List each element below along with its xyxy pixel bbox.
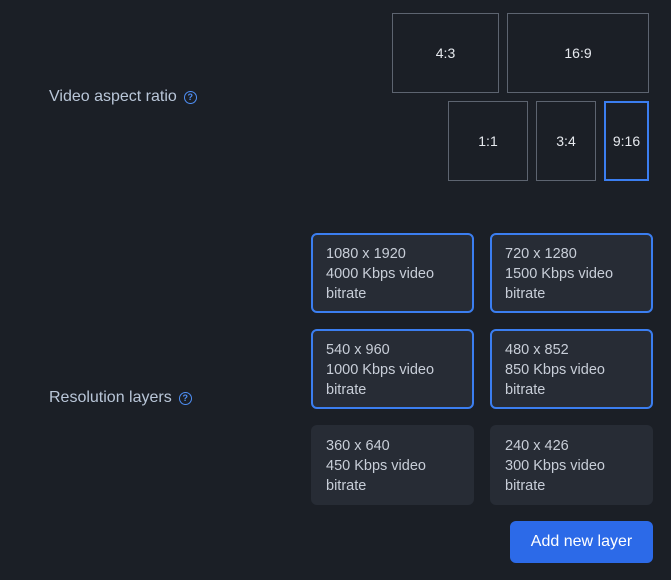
resolution-layers-label-row: Resolution layers ? [49,389,192,407]
layer-bitrate-unit: bitrate [326,286,367,302]
layer-bitrate: 850 Kbps video [505,362,605,378]
layer-resolution: 360 x 640 [326,438,390,454]
layer-resolution: 540 x 960 [326,342,390,358]
layer-resolution: 720 x 1280 [505,246,577,262]
layer-bitrate: 1000 Kbps video [326,362,435,378]
aspect-ratio-option-16-9[interactable]: 16:9 [507,13,649,93]
aspect-ratio-option-3-4[interactable]: 3:4 [536,101,596,181]
layer-bitrate-unit: bitrate [326,478,367,494]
resolution-layer-card[interactable]: 720 x 1280 1500 Kbps video bitrate [490,233,653,313]
add-new-layer-button[interactable]: Add new layer [510,521,653,563]
aspect-ratio-option-9-16[interactable]: 9:16 [604,101,649,181]
resolution-layers-label: Resolution layers [49,389,172,406]
layer-bitrate: 450 Kbps video [326,458,426,474]
layer-bitrate-unit: bitrate [505,286,546,302]
layer-resolution: 1080 x 1920 [326,246,406,262]
resolution-layer-card[interactable]: 540 x 960 1000 Kbps video bitrate [311,329,474,409]
aspect-ratio-label: Video aspect ratio [49,88,177,105]
layer-bitrate: 1500 Kbps video [505,266,614,282]
layer-bitrate-unit: bitrate [505,478,546,494]
layer-bitrate: 4000 Kbps video [326,266,435,282]
layer-resolution: 240 x 426 [505,438,569,454]
layer-bitrate-unit: bitrate [505,382,546,398]
aspect-ratio-option-4-3[interactable]: 4:3 [392,13,499,93]
help-icon[interactable]: ? [183,90,197,104]
resolution-layer-card[interactable]: 360 x 640 450 Kbps video bitrate [311,425,474,505]
resolution-layer-card[interactable]: 480 x 852 850 Kbps video bitrate [490,329,653,409]
aspect-ratio-option-1-1[interactable]: 1:1 [448,101,528,181]
layer-resolution: 480 x 852 [505,342,569,358]
layer-bitrate-unit: bitrate [326,382,367,398]
aspect-ratio-label-row: Video aspect ratio ? [49,88,197,106]
resolution-layer-card[interactable]: 1080 x 1920 4000 Kbps video bitrate [311,233,474,313]
resolution-layer-card[interactable]: 240 x 426 300 Kbps video bitrate [490,425,653,505]
layer-bitrate: 300 Kbps video [505,458,605,474]
help-icon[interactable]: ? [178,391,192,405]
